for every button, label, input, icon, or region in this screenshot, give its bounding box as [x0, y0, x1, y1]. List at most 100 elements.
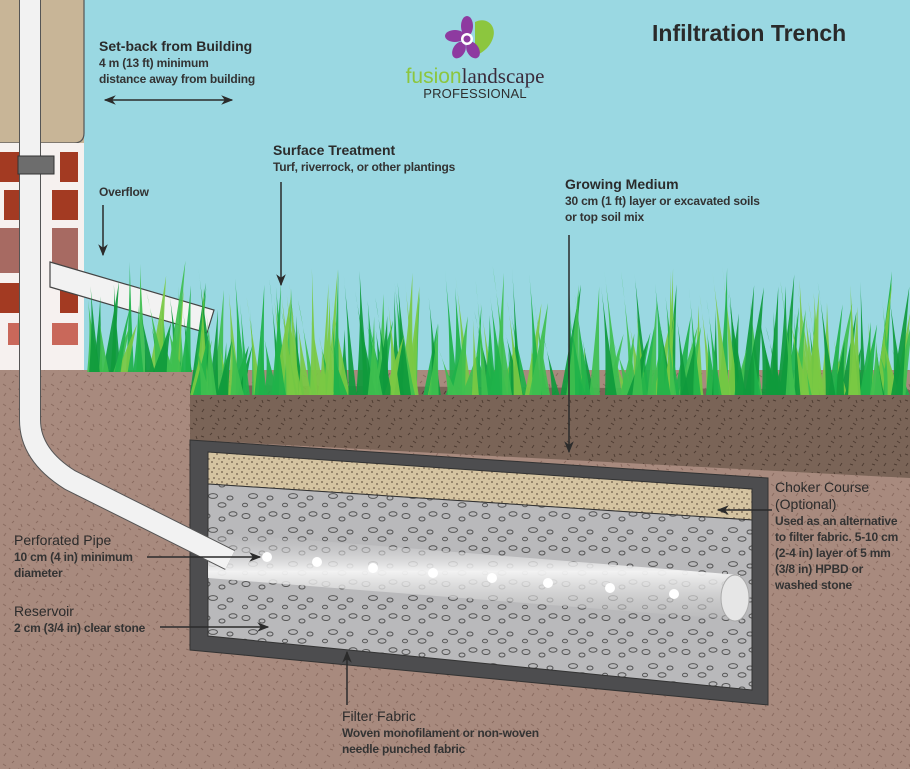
grass-blade [405, 286, 420, 395]
choker-line-4: (3/8 in) HPBD or [775, 562, 864, 576]
grass-blade [356, 271, 370, 395]
grass-blade [489, 296, 508, 395]
logo-tagline: PROFESSIONAL [423, 86, 527, 101]
logo-word-landscape: landscape [461, 64, 545, 88]
grass-blade [367, 316, 377, 395]
grass-blade [139, 308, 156, 372]
setback-title: Set-back from Building [99, 38, 253, 54]
grass-blade [194, 336, 211, 395]
grass-blade [761, 334, 778, 395]
grass-blade [329, 344, 348, 395]
grass-blade [408, 291, 420, 395]
grass-blade [788, 313, 810, 395]
surface-line-1: Turf, riverrock, or other plantings [273, 160, 456, 174]
grass-blade [560, 284, 582, 395]
grass-blade [133, 305, 144, 372]
perforated-pipe [208, 532, 750, 622]
choker-title-2: (Optional) [775, 496, 837, 512]
grass-blade [805, 292, 819, 395]
grass-blade [859, 281, 867, 395]
fabric-line-2: needle punched fabric [342, 742, 466, 756]
grass-blade [601, 286, 617, 395]
grass-blade [167, 325, 184, 372]
grass-blade [722, 265, 739, 395]
grass-blade [444, 268, 459, 395]
overflow-title: Overflow [99, 185, 149, 199]
grass-blade [246, 297, 263, 395]
grass-blade [780, 281, 796, 395]
grass-blade [712, 271, 732, 395]
grass-blade [574, 293, 591, 395]
grass-blade [621, 271, 637, 395]
reservoir-title: Reservoir [14, 603, 74, 619]
grass-blade [493, 272, 504, 395]
fabric-line-1: Woven monofilament or non-woven [342, 726, 539, 740]
label-surface-treatment: Surface Treatment Turf, riverrock, or ot… [273, 142, 455, 175]
choker-line-2: to filter fabric. 5-10 cm [775, 530, 899, 544]
logo-word-fusion: fusion [405, 65, 462, 88]
grass-blade [705, 332, 718, 395]
choker-line-3: (2-4 in) layer of 5 mm [775, 546, 891, 560]
fusion-landscape-logo: fusionlandscape PROFESSIONAL [395, 14, 555, 106]
turf-grass [87, 260, 910, 395]
grass-blade [751, 340, 761, 395]
pipe-line-1: 10 cm (4 in) minimum [14, 550, 133, 564]
grass-blade [258, 329, 267, 395]
growing-line-1: 30 cm (1 ft) layer or excavated soils [565, 194, 760, 208]
grass-blade [279, 281, 296, 395]
grass-blade [388, 305, 401, 395]
grass-blade [676, 315, 689, 395]
grass-blade [331, 297, 351, 395]
downspout-bracket [17, 155, 55, 175]
grass-blade [726, 287, 747, 395]
setback-line-1: 4 m (13 ft) minimum [99, 56, 209, 70]
grass-blade [281, 308, 298, 395]
label-reservoir: Reservoir 2 cm (3/4 in) clear stone [14, 603, 145, 636]
grass-blade [614, 343, 635, 395]
grass-blade [438, 348, 458, 395]
pipe-perforations [262, 552, 679, 599]
grass-blade [859, 321, 871, 395]
grass-blade [323, 297, 334, 395]
grass-blade [808, 301, 825, 395]
grass-blade [330, 308, 341, 395]
grass-blade [375, 297, 393, 395]
grass-blade [98, 315, 109, 372]
flower-leaf-icon [445, 16, 494, 59]
building [0, 0, 85, 373]
fabric-title: Filter Fabric [342, 708, 416, 724]
grass-blade [331, 269, 340, 395]
grass-blade [744, 287, 764, 395]
grass-blade [880, 327, 900, 395]
grass-blade [877, 349, 896, 395]
grass-blade [149, 275, 167, 372]
downspout [17, 0, 235, 570]
grass-blade [117, 323, 138, 372]
grass-blade [529, 302, 549, 395]
grass-blade [654, 283, 671, 395]
grass-blade [794, 313, 801, 395]
pipe-line-2: diameter [14, 566, 63, 580]
grass-blade [180, 285, 191, 372]
grass-blade [272, 330, 286, 395]
grass-blade [208, 309, 219, 395]
label-perforated-pipe: Perforated Pipe 10 cm (4 in) minimum dia… [14, 532, 133, 581]
grass-blade [568, 307, 585, 395]
label-choker-course: Choker Course (Optional) Used as an alte… [775, 479, 898, 593]
grass-blade [471, 318, 479, 395]
grass-blade [589, 286, 600, 395]
logo-wordmark: fusionlandscape [395, 64, 555, 89]
grass-blade [632, 319, 643, 395]
grass-blade [891, 286, 910, 395]
grass-blade [297, 326, 312, 395]
grass-blade [647, 296, 658, 395]
grass-blade [688, 286, 701, 395]
grass-blade [230, 333, 244, 395]
grass-blade [475, 280, 489, 395]
grass-blade [89, 286, 100, 372]
grass-blade [891, 348, 910, 395]
grass-blade [828, 304, 843, 395]
growing-line-2: or top soil mix [565, 210, 645, 224]
choker-line-1: Used as an alternative [775, 514, 898, 528]
growing-medium-layer [190, 385, 910, 478]
